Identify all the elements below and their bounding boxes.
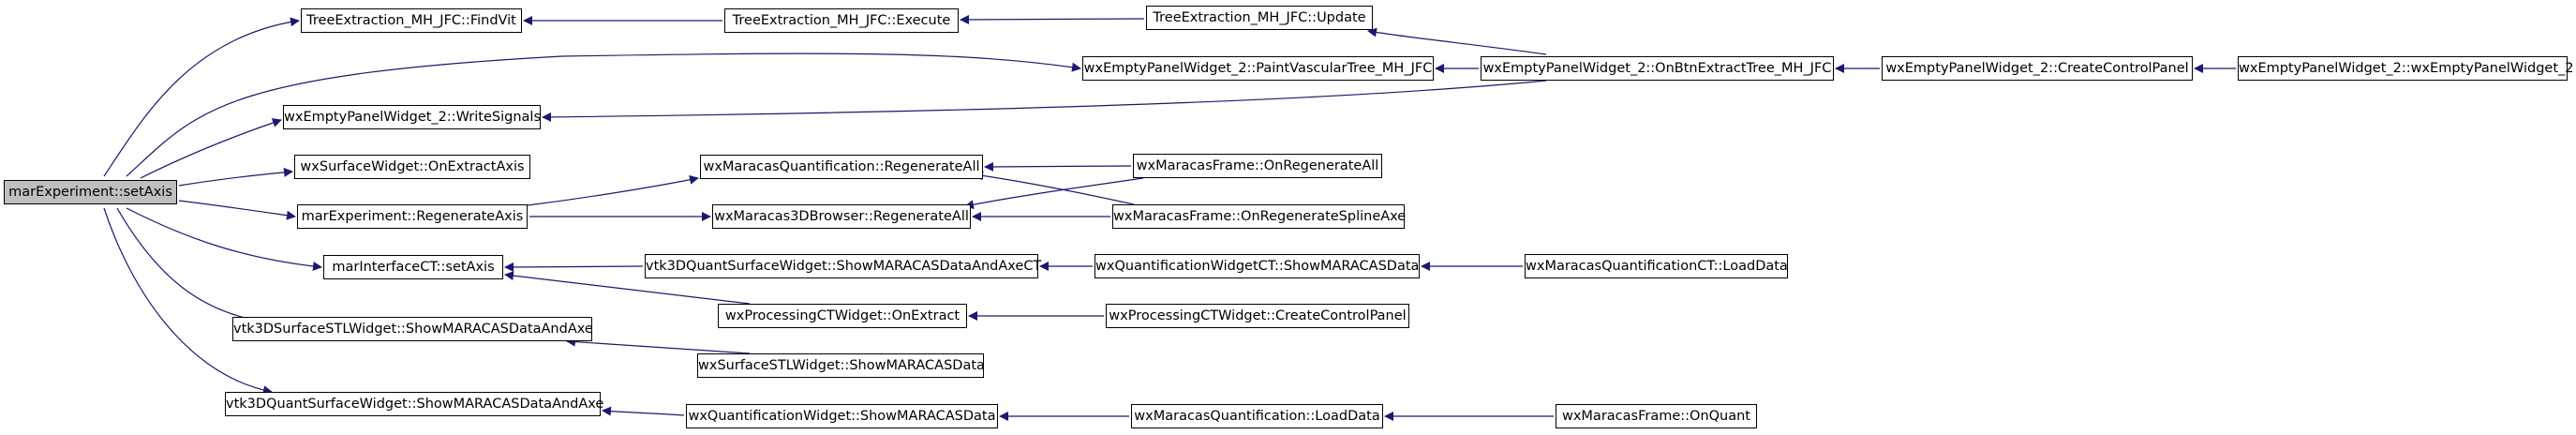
edge-root-n12 bbox=[178, 200, 296, 220]
edge-root-n9 bbox=[178, 167, 293, 187]
edge-root-n23 bbox=[103, 207, 273, 396]
node-n14[interactable]: wxMaracasFrame::OnRegenerateSplineAxe bbox=[1112, 204, 1406, 229]
node-n11[interactable]: wxMaracasFrame::OnRegenerateAll bbox=[1133, 154, 1382, 178]
edge-root-n1 bbox=[103, 17, 300, 177]
node-n7[interactable]: wxEmptyPanelWidget_2::wxEmptyPanelWidget… bbox=[2238, 56, 2573, 81]
node-n17[interactable]: wxQuantificationWidgetCT::ShowMARACASDat… bbox=[1094, 254, 1420, 278]
node-n22[interactable]: wxSurfaceSTLWidget::ShowMARACASData bbox=[697, 353, 985, 378]
node-n9[interactable]: wxSurfaceWidget::OnExtractAxis bbox=[294, 155, 530, 179]
edge-n14-n10 bbox=[974, 171, 1135, 205]
node-n10[interactable]: wxMaracasQuantification::RegenerateAll bbox=[700, 155, 983, 179]
edge-n11-n13 bbox=[964, 177, 1144, 210]
node-n2[interactable]: TreeExtraction_MH_JFC::Execute bbox=[724, 8, 959, 33]
edge-root-n4 bbox=[126, 52, 1081, 177]
edge-root-n21 bbox=[116, 207, 282, 329]
node-n12[interactable]: marExperiment::RegenerateAxis bbox=[297, 204, 528, 229]
edge-n16-n15 bbox=[504, 262, 644, 272]
node-n16[interactable]: vtk3DQuantSurfaceWidget::ShowMARACASData… bbox=[645, 254, 1041, 278]
edge-n24-n23 bbox=[602, 406, 685, 416]
edge-n2-n3 bbox=[960, 14, 1145, 24]
node-root: marExperiment::setAxis bbox=[4, 180, 177, 204]
node-n15[interactable]: marInterfaceCT::setAxis bbox=[323, 255, 503, 279]
node-n21[interactable]: vtk3DSurfaceSTLWidget::ShowMARACASDataAn… bbox=[232, 317, 593, 341]
edge-n11-n10 bbox=[984, 161, 1132, 172]
node-n18[interactable]: wxMaracasQuantificationCT::LoadData bbox=[1525, 254, 1788, 278]
node-n20[interactable]: wxProcessingCTWidget::CreateControlPanel bbox=[1106, 304, 1409, 328]
node-n1[interactable]: TreeExtraction_MH_JFC::FindVit bbox=[301, 8, 522, 33]
node-n23[interactable]: vtk3DQuantSurfaceWidget::ShowMARACASData… bbox=[225, 392, 603, 416]
node-n26[interactable]: wxMaracasFrame::OnQuant bbox=[1556, 404, 1757, 428]
edge-root-n8 bbox=[140, 118, 282, 179]
node-n8[interactable]: wxEmptyPanelWidget_2::WriteSignals bbox=[283, 105, 541, 129]
node-n4[interactable]: wxEmptyPanelWidget_2::PaintVascularTree_… bbox=[1082, 56, 1434, 81]
edge-n5-n8 bbox=[542, 80, 1547, 122]
node-n3[interactable]: TreeExtraction_MH_JFC::Update bbox=[1146, 6, 1373, 30]
node-n5[interactable]: wxEmptyPanelWidget_2::OnBtnExtractTree_M… bbox=[1481, 56, 1834, 81]
edge-n19-n15 bbox=[504, 271, 751, 305]
edge-n3-n5 bbox=[1367, 27, 1547, 55]
node-n13[interactable]: wxMaracas3DBrowser::RegenerateAll bbox=[712, 204, 971, 229]
edge-root-n15 bbox=[126, 207, 322, 271]
node-n6[interactable]: wxEmptyPanelWidget_2::CreateControlPanel bbox=[1882, 56, 2193, 81]
edge-n12-n10 bbox=[527, 174, 699, 206]
edge-n22-n21 bbox=[566, 337, 751, 354]
node-n19[interactable]: wxProcessingCTWidget::OnExtract bbox=[718, 304, 967, 328]
node-n24[interactable]: wxQuantificationWidget::ShowMARACASData bbox=[686, 404, 998, 428]
node-n25[interactable]: wxMaracasQuantification::LoadData bbox=[1131, 404, 1383, 428]
